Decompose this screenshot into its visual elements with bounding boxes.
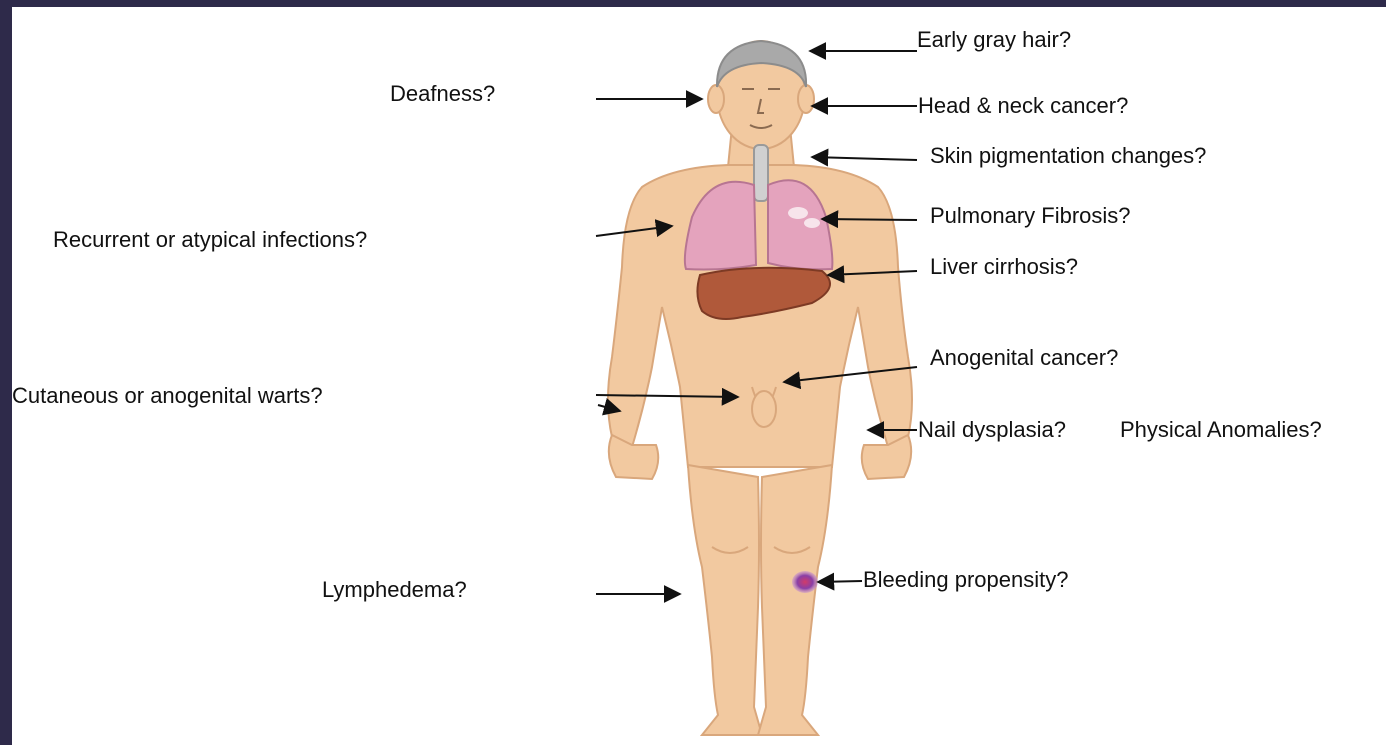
arrow-pulmonary-fibrosis — [822, 219, 917, 220]
label-deafness: Deafness? — [390, 81, 495, 107]
label-nail-dysplasia: Nail dysplasia? — [918, 417, 1066, 443]
diagram-canvas: Early gray hair? Deafness? Head & neck c… — [12, 7, 1386, 745]
label-recurrent-infections: Recurrent or atypical infections? — [53, 227, 367, 253]
label-pulmonary-fibrosis: Pulmonary Fibrosis? — [930, 203, 1131, 229]
arrow-bleeding — [818, 581, 862, 582]
label-lymphedema: Lymphedema? — [322, 577, 467, 603]
label-head-neck-cancer: Head & neck cancer? — [918, 93, 1128, 119]
label-warts: Cutaneous or anogenital warts? — [12, 383, 323, 409]
label-anogenital-cancer: Anogenital cancer? — [930, 345, 1118, 371]
label-skin-pigmentation: Skin pigmentation changes? — [930, 143, 1206, 169]
label-physical-anomalies: Physical Anomalies? — [1120, 417, 1322, 443]
label-liver-cirrhosis: Liver cirrhosis? — [930, 254, 1078, 280]
arrow-skin-pigmentation — [812, 157, 917, 160]
bruise-icon — [792, 571, 818, 593]
anatomy-svg — [12, 7, 1386, 745]
label-early-gray-hair: Early gray hair? — [917, 27, 1071, 53]
label-bleeding-propensity: Bleeding propensity? — [863, 567, 1068, 593]
trachea-icon — [754, 145, 768, 201]
